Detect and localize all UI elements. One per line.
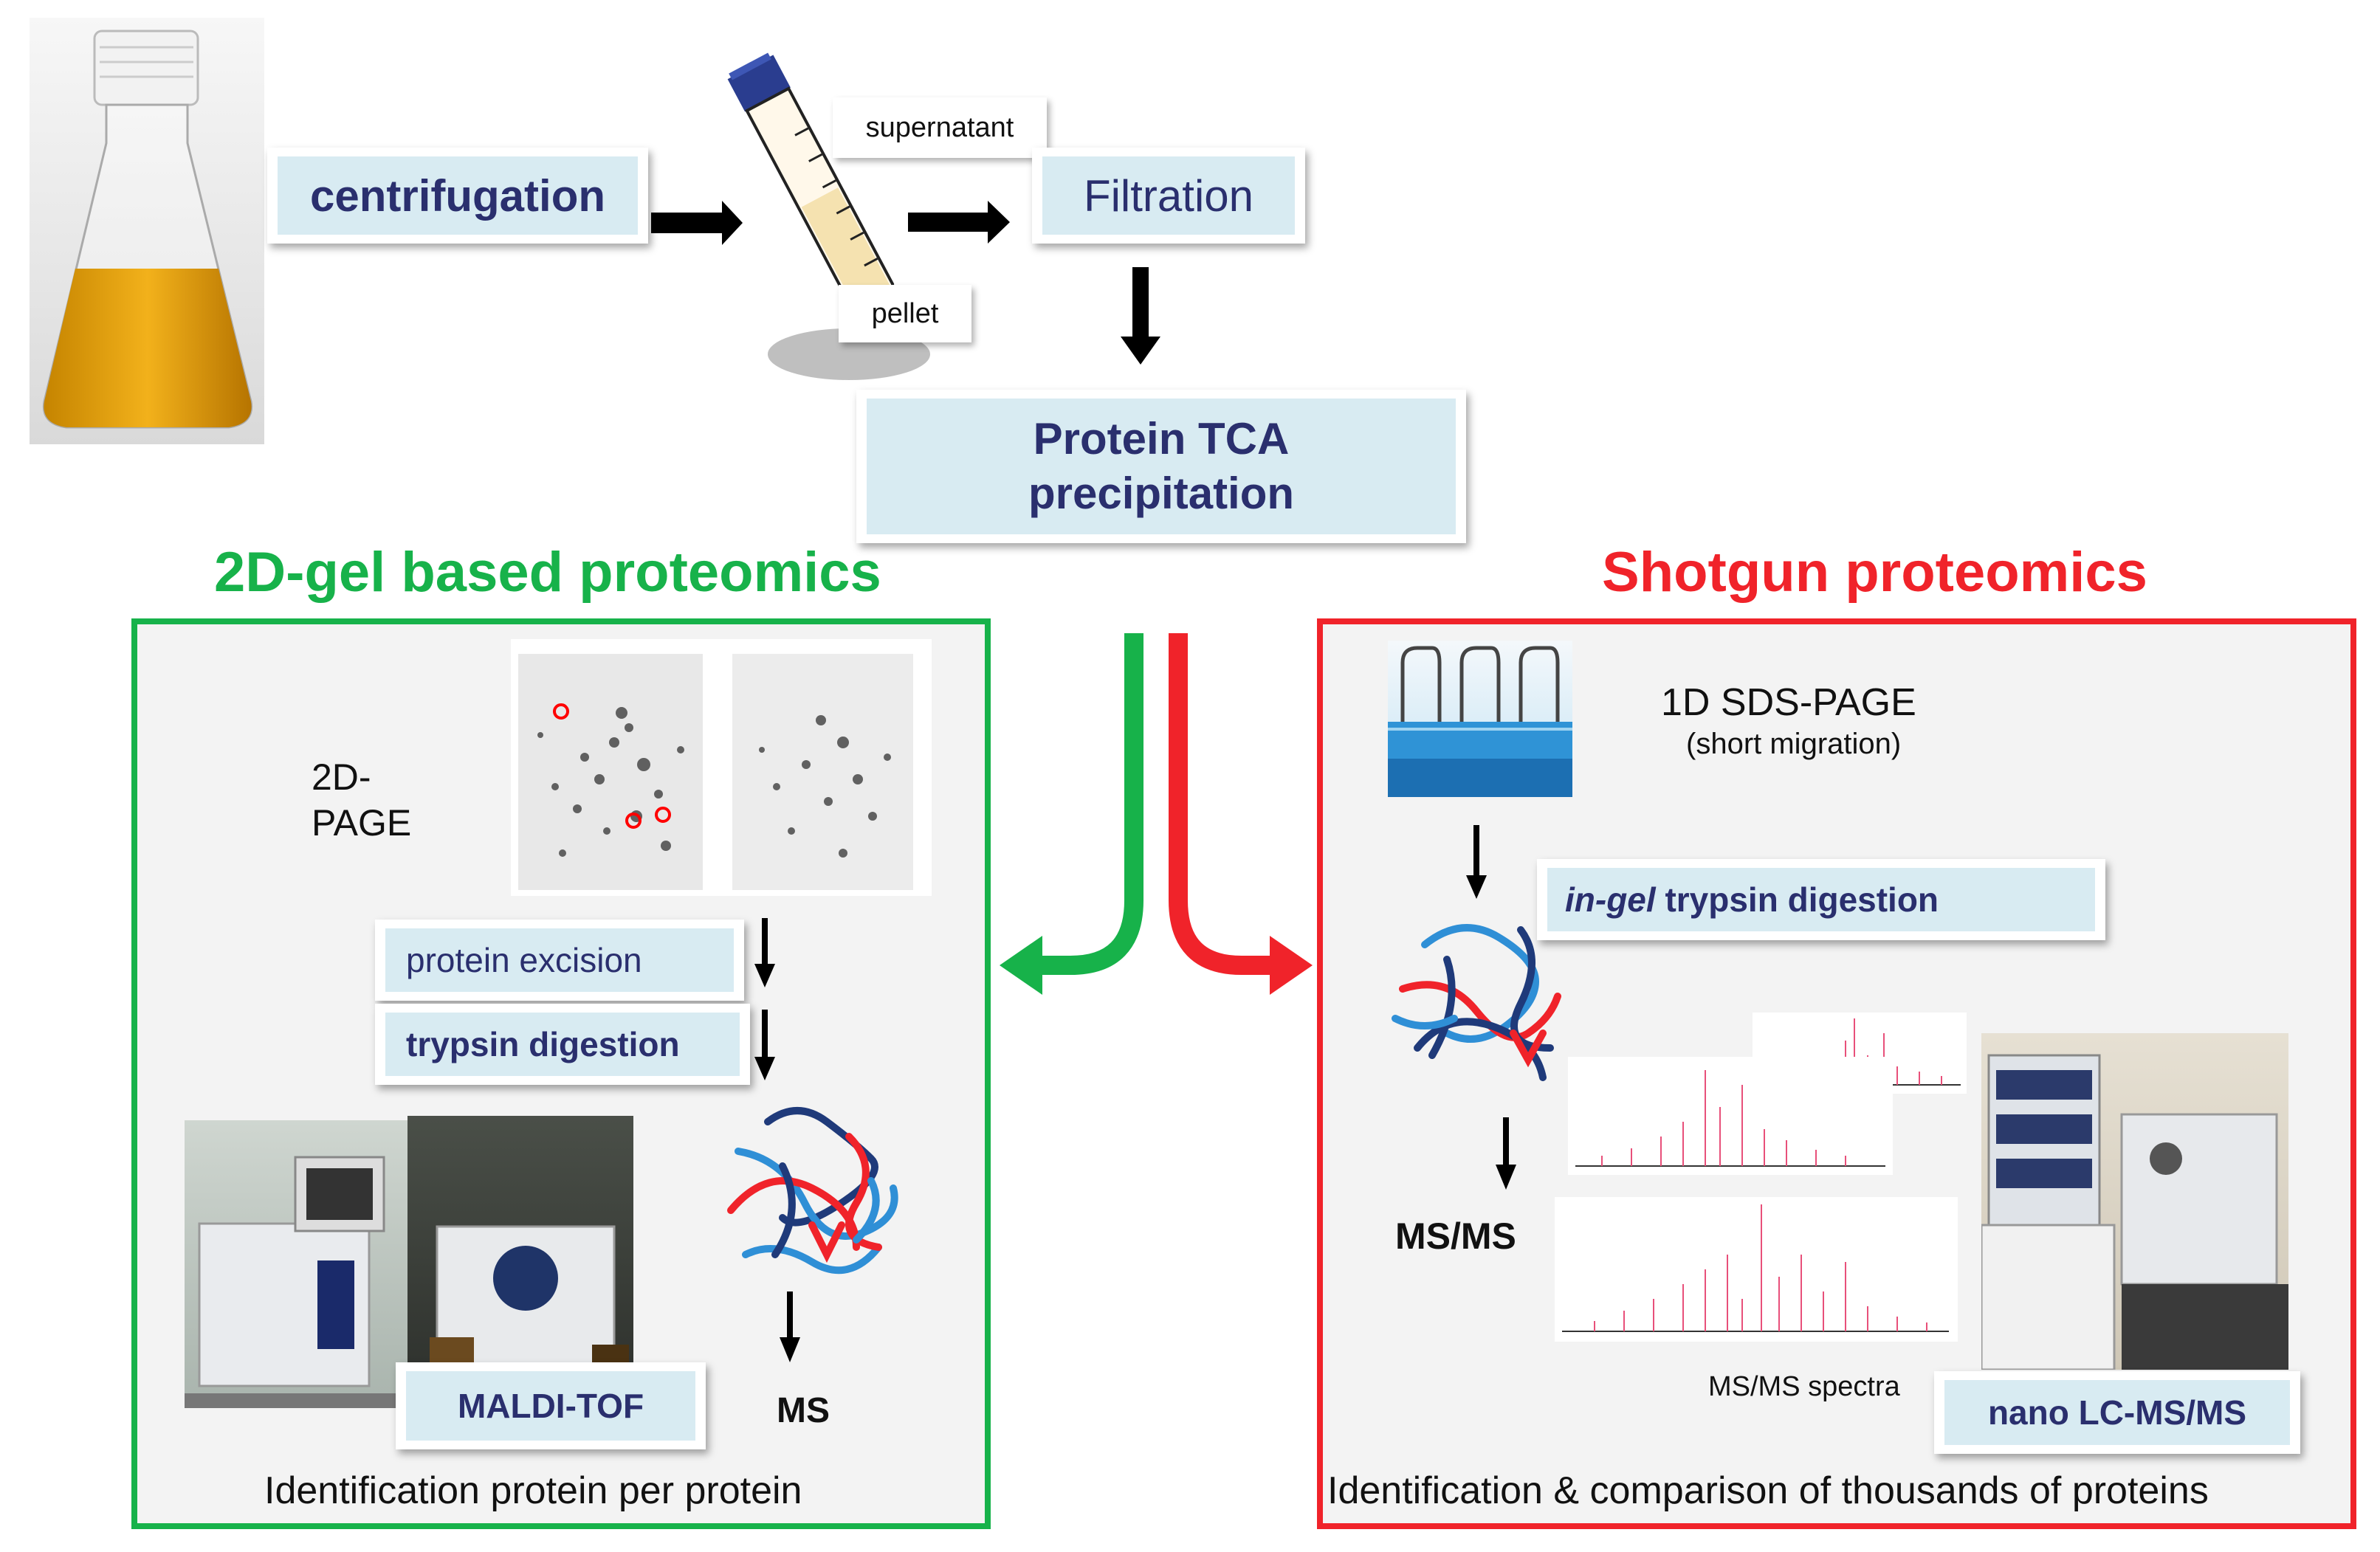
- flask-photo: [30, 18, 264, 444]
- sds-page-gel-image: [1388, 641, 1572, 797]
- arrow-to-msms: [1496, 1117, 1516, 1190]
- msms-spectrum-2: [1568, 1057, 1893, 1175]
- right-section-title: Shotgun proteomics: [1602, 541, 2147, 604]
- msms-spectra-label: MS/MS spectra: [1708, 1371, 1900, 1402]
- right-footer: Identification & comparison of thousands…: [1327, 1469, 2209, 1512]
- filtration-card: Filtration: [1032, 148, 1305, 244]
- pellet-label: pellet: [871, 297, 939, 329]
- 2d-page-label: 2D- PAGE: [312, 754, 411, 846]
- maldi-instrument-photo-1: [185, 1120, 407, 1408]
- arrow-to-filtration: [908, 201, 1010, 244]
- arrow-to-tube: [651, 201, 743, 245]
- left-footer: Identification protein per protein: [264, 1469, 802, 1512]
- sds-page-note: (short migration): [1686, 728, 1902, 760]
- tca-line1: Protein TCA: [1033, 414, 1290, 463]
- ms-label: MS: [777, 1391, 830, 1430]
- nano-lc-msms-card: nano LC-MS/MS: [1934, 1371, 2300, 1454]
- ingel-trypsin-card: in-gel trypsin digestion: [1537, 859, 2105, 940]
- centrifugation-label: centrifugation: [310, 170, 605, 221]
- arrow-sds-to-digestion: [1466, 825, 1487, 899]
- supernatant-tag: supernatant: [833, 97, 1047, 158]
- sds-page-label: 1D SDS-PAGE: [1661, 681, 1916, 724]
- ingel-rest-label: trypsin digestion: [1655, 880, 1939, 919]
- red-arrow-to-right: [1169, 633, 1313, 995]
- peptide-tangle-left: [727, 1107, 898, 1275]
- arrow-to-tca: [1121, 267, 1160, 365]
- filtration-label: Filtration: [1083, 170, 1254, 221]
- tca-line2: precipitation: [1028, 469, 1295, 518]
- 2d-gel-image: [511, 639, 932, 896]
- nano-lc-msms-label: nano LC-MS/MS: [1987, 1393, 2247, 1432]
- supernatant-label: supernatant: [865, 111, 1014, 143]
- protein-excision-card: protein excision: [375, 920, 744, 1001]
- protein-excision-label: protein excision: [406, 941, 642, 979]
- maldi-tof-card: MALDI-TOF: [396, 1362, 706, 1449]
- msms-spectrum-3: [1555, 1197, 1958, 1342]
- green-arrow-to-left: [1000, 633, 1143, 995]
- centrifugation-card: centrifugation: [267, 148, 648, 244]
- arrow-trypsin: [754, 1010, 775, 1080]
- 2d-page-line2: PAGE: [312, 802, 412, 844]
- 2d-page-line1: 2D-: [312, 756, 371, 798]
- arrow-excision: [754, 918, 775, 987]
- tca-precipitation-card: Protein TCA precipitation: [856, 390, 1466, 543]
- trypsin-digestion-label: trypsin digestion: [406, 1025, 680, 1063]
- trypsin-digestion-card: trypsin digestion: [375, 1004, 750, 1085]
- left-section-title: 2D-gel based proteomics: [214, 541, 881, 604]
- pellet-tag: pellet: [839, 285, 971, 342]
- arrow-to-ms: [780, 1291, 800, 1362]
- peptide-tangle-right: [1392, 924, 1561, 1081]
- maldi-tof-label: MALDI-TOF: [457, 1387, 644, 1425]
- ingel-italic-label: in-gel: [1565, 880, 1656, 919]
- msms-label: MS/MS: [1395, 1215, 1516, 1257]
- nano-lc-msms-photo: [1981, 1033, 2288, 1370]
